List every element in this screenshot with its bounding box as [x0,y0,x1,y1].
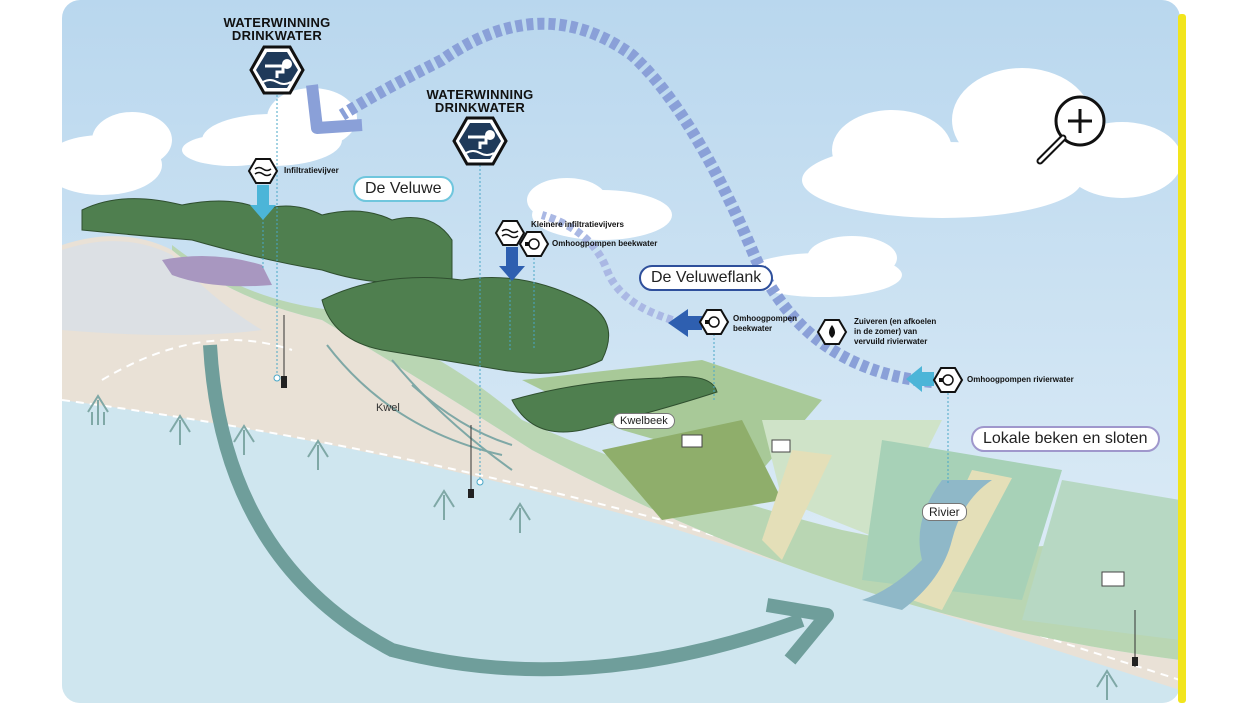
sand-layer [62,236,1180,690]
heather [162,256,272,287]
landscape-illustration [62,0,1180,703]
pump-river-left-arrow [906,366,934,392]
kwel-arrows [326,344,513,471]
farm-building [771,439,791,453]
waterwinning-label-2: WATERWINNING DRINKWATER [426,87,534,115]
kwel-label: Kwel [376,402,400,414]
infiltratievijver-label: Infiltratievijver [284,166,339,175]
water-drop-hexagon-icon [816,319,848,345]
aquifer-line [101,339,293,381]
forest [81,198,718,433]
water-return-arc [338,17,933,388]
groundwater-flow-arrow [203,344,805,677]
region-de-veluweflank: De Veluweflank [639,265,774,291]
pump-hexagon-icon [698,309,730,335]
kleinere-infiltratievijvers-label: Kleinere infiltratievijvers [531,220,624,229]
omhoogpompen-rivierwater-label: Omhoogpompen rivierwater [967,375,1074,384]
water-waves-hexagon-icon [494,220,526,246]
seepage-arrows [87,394,1118,700]
zoom-in-magnifier-icon[interactable] [1036,95,1106,165]
diagram-panel: WATERWINNING DRINKWATER WATERWINNING DRI… [62,0,1180,703]
accent-bar [1178,14,1186,703]
sand-dots [62,241,262,335]
water-waves-hexagon-icon [247,158,279,184]
pump-beekwater-left-arrow [668,309,702,337]
groundwater-flow-arrowhead [765,598,834,665]
tap-water-hexagon-icon [249,45,305,95]
farm-building [681,434,703,448]
farm-building [1101,571,1125,587]
kwelbeek-tag: Kwelbeek [613,413,675,429]
small-infiltration-down-arrow [499,247,525,281]
zuiveren-label: Zuiveren (en afkoelen in de zomer) van v… [854,317,937,346]
region-de-veluwe: De Veluwe [353,176,454,202]
groundwater-zone [62,400,1180,703]
omhoogpompen-beekwater-label-2: Omhoogpompen beekwater [733,314,797,333]
waterwinning-label-1: WATERWINNING DRINKWATER [223,15,331,43]
pump-hexagon-icon [518,231,550,257]
water-return-arrowhead [306,84,363,134]
region-lokale-beken: Lokale beken en sloten [971,426,1160,452]
infiltration-down-arrow [250,185,276,220]
rivier-tag: Rivier [922,503,967,521]
pump-hexagon-icon [932,367,964,393]
brook-return-arc [540,211,693,329]
omhoogpompen-beekwater-label-1: Omhoogpompen beekwater [552,239,658,248]
tap-water-hexagon-icon [452,116,508,166]
